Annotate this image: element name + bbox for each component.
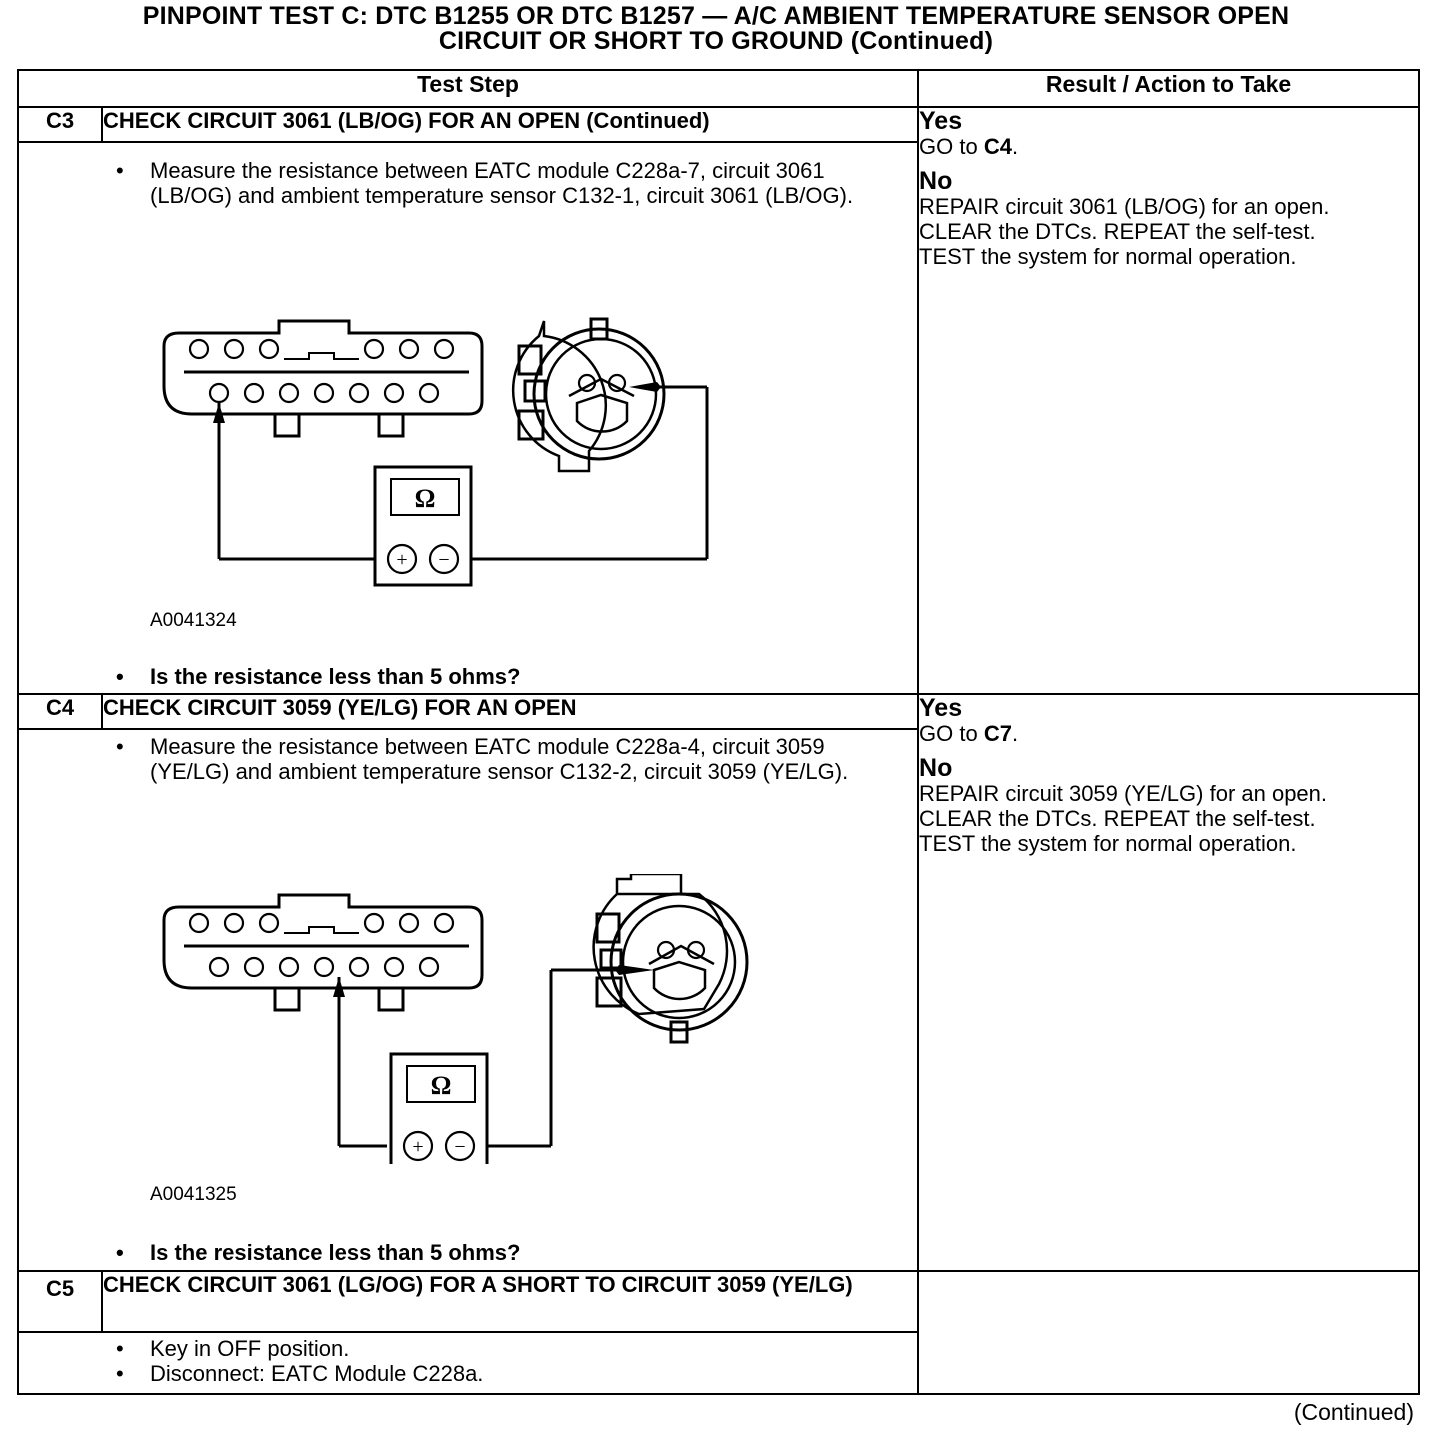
ohmmeter: Ω + − — [373, 465, 473, 587]
continued-footer: (Continued) — [1293, 1399, 1414, 1425]
instruction-c3: Measure the resistance between EATC modu… — [19, 158, 917, 208]
plus-terminal: + — [396, 549, 407, 571]
no-label-c4: No — [919, 754, 953, 782]
title-line-2: CIRCUIT OR SHORT TO GROUND (Continued) — [438, 27, 994, 55]
header-result-action: Result / Action to Take — [917, 69, 1421, 108]
no-text-c3-2: CLEAR the DTCs. REPEAT the self-test. — [919, 219, 1316, 244]
header-test-step: Test Step — [16, 69, 920, 108]
ohm-symbol: Ω — [431, 1071, 452, 1100]
step-id-c3: C3 — [17, 106, 103, 143]
plus-terminal: + — [412, 1136, 423, 1158]
result-c4: Yes GO to C7. No REPAIR circuit 3059 (YE… — [917, 693, 1421, 1272]
question-c4: Is the resistance less than 5 ohms? — [19, 1240, 917, 1265]
yes-label-c3: Yes — [919, 107, 963, 135]
no-label-c3: No — [919, 167, 953, 195]
step-body-c5: Key in OFF position. Disconnect: EATC Mo… — [16, 1331, 920, 1395]
ambient-temperature-sensor — [511, 317, 666, 473]
test-leads — [217, 385, 709, 561]
eatc-module-connector — [162, 893, 484, 1012]
step-title-c4: CHECK CIRCUIT 3059 (YE/LG) FOR AN OPEN — [100, 693, 920, 730]
step-body-c3: Measure the resistance between EATC modu… — [16, 141, 920, 695]
yes-target-c3: C4 — [983, 134, 1012, 159]
no-text-c3-1: REPAIR circuit 3061 (LB/OG) for an open. — [919, 194, 1330, 219]
yes-go-c4: GO to — [919, 721, 978, 746]
bullet-c5-1: Key in OFF position. — [19, 1336, 917, 1361]
step-id-c4: C4 — [17, 693, 103, 730]
page-title: PINPOINT TEST C: DTC B1255 OR DTC B1257 … — [0, 4, 1432, 54]
pinpoint-test-table: Test Step Result / Action to Take C3 CHE… — [16, 69, 1421, 1395]
result-c5 — [917, 1270, 1421, 1395]
result-c3: Yes GO to C4. No REPAIR circuit 3061 (LB… — [917, 106, 1421, 695]
no-text-c4-2: CLEAR the DTCs. REPEAT the self-test. — [919, 806, 1316, 831]
minus-terminal: − — [438, 549, 449, 571]
figure-ref-c3: A0041324 — [150, 610, 237, 631]
bullet-c5-2: Disconnect: EATC Module C228a. — [19, 1361, 917, 1386]
minus-terminal: − — [454, 1136, 465, 1158]
no-text-c4-3: TEST the system for normal operation. — [919, 831, 1297, 856]
instruction-c4: Measure the resistance between EATC modu… — [19, 734, 917, 784]
yes-label-c4: Yes — [919, 694, 963, 722]
step-body-c4: Measure the resistance between EATC modu… — [16, 728, 920, 1272]
wiring-diagram-c4: Ω + − — [162, 874, 749, 1164]
yes-go-c3: GO to — [919, 134, 978, 159]
ambient-temperature-sensor — [592, 874, 749, 1044]
ohm-symbol: Ω — [415, 484, 436, 513]
step-title-c3: CHECK CIRCUIT 3061 (LB/OG) FOR AN OPEN (… — [100, 106, 920, 143]
step-id-c5: C5 — [17, 1270, 103, 1333]
no-text-c3-3: TEST the system for normal operation. — [919, 244, 1297, 269]
wiring-diagram-c3: Ω + − — [162, 317, 709, 587]
step-title-c5: CHECK CIRCUIT 3061 (LG/OG) FOR A SHORT T… — [100, 1270, 920, 1333]
no-text-c4-1: REPAIR circuit 3059 (YE/LG) for an open. — [919, 781, 1328, 806]
figure-ref-c4: A0041325 — [150, 1184, 237, 1205]
title-line-1: PINPOINT TEST C: DTC B1255 OR DTC B1257 … — [142, 2, 1290, 30]
eatc-module-connector — [162, 319, 484, 438]
question-c3: Is the resistance less than 5 ohms? — [19, 664, 917, 689]
yes-target-c4: C7 — [983, 721, 1012, 746]
ohmmeter: Ω + − — [389, 1052, 489, 1164]
